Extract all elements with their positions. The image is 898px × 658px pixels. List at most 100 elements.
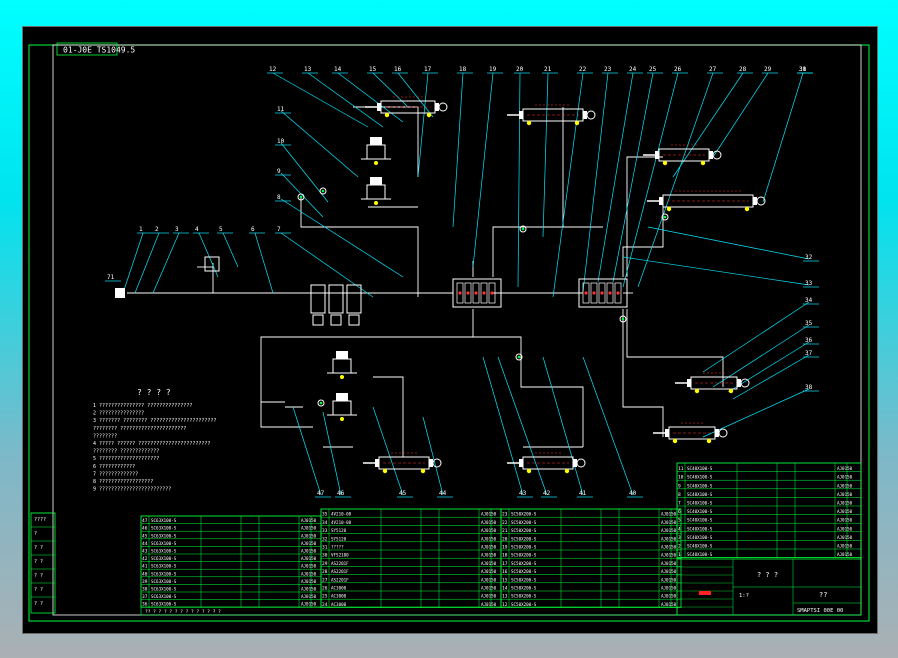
bom-code: AJ0150	[301, 571, 317, 576]
bom-code: AJ0150	[661, 561, 677, 566]
bom-code: AJ0150	[661, 553, 677, 558]
leader-line	[280, 172, 324, 218]
bom-item-number: 21	[502, 528, 508, 534]
bom-item-number: 37	[142, 594, 148, 600]
drawing-code: SMAPTSI 00E 00	[797, 608, 843, 614]
bom-code: AJ0150	[837, 475, 853, 480]
bom-description: SC40X100-S	[687, 518, 713, 523]
leader-line	[612, 72, 654, 283]
clevis	[576, 458, 586, 468]
bom-item-number: 33	[322, 528, 328, 534]
clevis	[432, 458, 442, 468]
balloon-number: 35	[805, 320, 813, 327]
balloon-number: 7	[277, 226, 281, 233]
fitting-dot	[299, 195, 303, 199]
solenoid-indicator	[490, 291, 494, 295]
bom-item-number: 41	[142, 564, 148, 570]
rev-label: ? ?	[34, 573, 43, 579]
leader-line	[702, 388, 810, 438]
clevis	[740, 378, 750, 388]
bom-description: SC63X100-S	[151, 556, 177, 561]
fitting-dot	[321, 189, 325, 193]
bom-item-number: 30	[322, 553, 328, 559]
bom-code: AJ0150	[481, 577, 497, 582]
cylinder-cap	[519, 459, 523, 467]
leader-line	[372, 72, 409, 108]
bom-description: SY5120	[331, 528, 347, 533]
bom-item-number: 26	[322, 586, 328, 592]
balloon-number: 28	[739, 66, 747, 73]
drawing-number-box	[56, 42, 118, 56]
bom-code: AJ0150	[301, 594, 317, 599]
frl-bowl	[330, 314, 342, 326]
leader-line	[732, 354, 810, 400]
valve-manifold	[452, 278, 502, 308]
pipe-segment	[260, 402, 313, 428]
pipe-segment	[520, 357, 584, 447]
clevis	[438, 102, 448, 112]
bom-description: SC63X100-S	[151, 564, 177, 569]
pipe-segment	[626, 309, 724, 387]
port-fitting	[666, 206, 672, 212]
leader-line	[417, 72, 429, 178]
balloon-number: 37	[805, 350, 813, 357]
fitting-dot	[319, 401, 323, 405]
balloon-number: 36	[805, 337, 813, 344]
bom-item-number: 39	[142, 579, 148, 585]
bom-description: SC40X100-S	[687, 535, 713, 540]
bom-description: SC50X200-S	[511, 536, 537, 541]
balloon-number: 43	[519, 490, 527, 497]
pipe-segment	[473, 336, 522, 357]
bom-item-number: 29	[322, 561, 328, 567]
bom-description: SC50X200-S	[511, 594, 537, 599]
bom-item-number: 31	[322, 545, 328, 551]
leader-line	[762, 72, 804, 203]
bom-code: AJ0150	[481, 512, 497, 517]
bom-item-number: 46	[142, 526, 148, 532]
bom-description: SC50X200-S	[511, 520, 537, 525]
bom-description: AS2201F	[331, 577, 349, 582]
bom-item-number: 42	[142, 556, 148, 562]
manifold-station	[582, 282, 590, 304]
solenoid-indicator	[600, 291, 604, 295]
leader-line	[422, 416, 444, 496]
bom-description: SC40X100-S	[687, 492, 713, 497]
pipe-segment	[622, 309, 664, 437]
bom-description: VFS2100	[331, 553, 349, 558]
bom-item-number: 45	[142, 533, 148, 539]
bom-description: SC63X100-S	[151, 549, 177, 554]
cylinder-cap	[687, 379, 691, 387]
bom-code: AJ0150	[481, 569, 497, 574]
bom-description: SC40X100-S	[687, 552, 713, 557]
cylinder	[675, 372, 750, 394]
balloon-number: 23	[604, 66, 612, 73]
pipe-segment	[626, 156, 663, 277]
leader-line	[637, 72, 714, 288]
rev-label: ? ?	[34, 545, 43, 551]
balloon-number: 17	[424, 66, 432, 73]
leader-line	[452, 72, 464, 228]
drawing-number: 01-J0E TS1049.5	[63, 46, 135, 55]
leader-line	[712, 72, 769, 158]
note-line: 5 ????????????????????	[93, 456, 159, 462]
port-fitting	[672, 438, 678, 444]
bom-code: AJ0150	[837, 483, 853, 488]
bom-item-number: 5	[678, 518, 681, 524]
port-fitting	[382, 468, 388, 474]
cylinder-cap	[715, 429, 719, 437]
leader-line	[272, 72, 369, 128]
leader-line	[254, 232, 274, 294]
bom-code: AJ0150	[661, 512, 677, 517]
bom-description: SC63X100-S	[151, 518, 177, 523]
balloon-number: 6	[251, 226, 255, 233]
bom-item-number: 27	[322, 577, 328, 583]
port-fitting	[526, 468, 532, 474]
balloon-number: 33	[805, 280, 813, 287]
cylinder-cap	[375, 459, 379, 467]
valve-body	[332, 358, 352, 374]
bom-footer-row	[140, 606, 678, 616]
bom-item-number: 2	[678, 544, 681, 550]
